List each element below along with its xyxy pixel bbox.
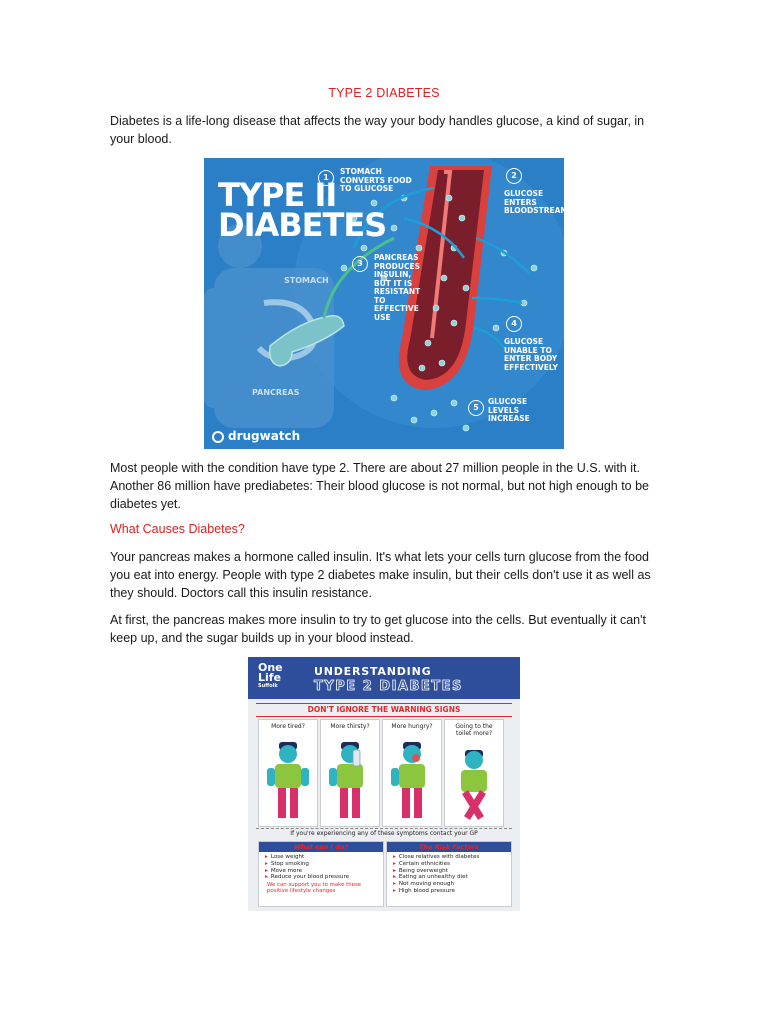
list-item: Eating an unhealthy diet xyxy=(393,874,511,881)
paragraph-pancreas: At first, the pancreas makes more insuli… xyxy=(110,613,646,645)
header-line2: TYPE 2 DIABETES xyxy=(314,679,463,695)
panel-toilet: Going to the toilet more? xyxy=(444,719,504,827)
label-stomach: STOMACH xyxy=(284,276,329,285)
infographic-title-line2: DIABETES xyxy=(218,206,387,244)
what-can-i-do-title: What can I do? xyxy=(259,842,383,852)
drugwatch-logo-icon xyxy=(212,431,224,443)
drugwatch-logo-text: drugwatch xyxy=(228,429,301,443)
what-can-i-do-box: What can I do? Lose weight Stop smoking … xyxy=(258,841,384,907)
panel-label: More hungry? xyxy=(391,723,433,730)
step-5-text: GLUCOSE LEVELS INCREASE xyxy=(488,397,530,423)
document-title: TYPE 2 DIABETES xyxy=(328,86,440,100)
step-3-number: 3 xyxy=(352,256,368,272)
panel-label: More tired? xyxy=(271,723,305,730)
subheading-causes: What Causes Diabetes? xyxy=(110,522,245,536)
list-item: Lose weight xyxy=(265,854,383,861)
list-item: Stop smoking xyxy=(265,861,383,868)
step-1-text: STOMACH CONVERTS FOOD TO GLUCOSE xyxy=(340,167,412,193)
what-can-i-do-list: Lose weight Stop smoking Move more Reduc… xyxy=(259,854,383,881)
intro-paragraph: Diabetes is a life-long disease that aff… xyxy=(110,114,645,146)
list-item: Reduce your blood pressure xyxy=(265,874,383,881)
brand-line1: One xyxy=(258,661,283,674)
step-3-text: PANCREAS PRODUCES INSULIN, BUT IT IS RES… xyxy=(374,253,421,322)
infographic-header: One Life Suffolk UNDERSTANDING TYPE 2 DI… xyxy=(248,657,520,699)
list-item: Certain ethnicities xyxy=(393,861,511,868)
risk-factors-box: The Risk Factors Close relatives with di… xyxy=(386,841,512,907)
step-5-number: 5 xyxy=(468,400,484,416)
understanding-type-2-diabetes-infographic: One Life Suffolk UNDERSTANDING TYPE 2 DI… xyxy=(248,657,520,911)
panel-label: More thirsty? xyxy=(330,723,370,730)
risk-factors-title: The Risk Factors xyxy=(387,842,511,852)
list-item: Close relatives with diabetes xyxy=(393,854,511,861)
label-pancreas: PANCREAS xyxy=(252,388,300,397)
panel-thirsty: More thirsty? xyxy=(320,719,380,827)
panel-tired: More tired? xyxy=(258,719,318,827)
glucose-particles xyxy=(340,194,538,432)
risk-factors-list: Close relatives with diabetes Certain et… xyxy=(387,854,511,895)
list-item: High blood pressure xyxy=(393,888,511,895)
figure-toilet-icon xyxy=(461,750,487,820)
support-note: We can support you to make these positiv… xyxy=(267,882,362,895)
brand-line3: Suffolk xyxy=(258,683,278,689)
step-1-number: 1 xyxy=(318,170,334,186)
figure-tired-icon xyxy=(267,742,309,818)
one-life-suffolk-logo: One Life Suffolk xyxy=(258,661,283,689)
type-ii-diabetes-infographic: TYPE II DIABETES STOMACH PANCREAS 1 STOM… xyxy=(204,158,564,449)
list-item: Not moving enough xyxy=(393,881,511,888)
panel-hungry: More hungry? xyxy=(382,719,442,827)
brand-line2: Life xyxy=(258,671,282,684)
paragraph-prevalence: Most people with the condition have type… xyxy=(110,461,650,511)
infographic-illustration xyxy=(204,158,564,432)
warning-banner: DON'T IGNORE THE WARNING SIGNS xyxy=(256,703,512,717)
step-2-text: GLUCOSE ENTERS BLOODSTREAM xyxy=(504,189,564,215)
step-4-number: 4 xyxy=(506,316,522,332)
figure-hungry-icon xyxy=(391,742,425,818)
header-line1: UNDERSTANDING xyxy=(314,665,432,678)
paragraph-insulin: Your pancreas makes a hormone called ins… xyxy=(110,550,651,600)
infographic-title-line1: TYPE II xyxy=(218,176,337,214)
step-4-text: GLUCOSE UNABLE TO ENTER BODY EFFECTIVELY xyxy=(504,337,558,372)
drugwatch-logo: drugwatch xyxy=(212,429,300,443)
panel-label: Going to the toilet more? xyxy=(455,723,493,737)
list-item: Being overweight xyxy=(393,868,511,875)
gp-advice-text: If you're experiencing any of these symp… xyxy=(256,828,512,839)
step-2-number: 2 xyxy=(506,168,522,184)
list-item: Move more xyxy=(265,868,383,875)
figure-thirsty-icon xyxy=(329,742,363,818)
